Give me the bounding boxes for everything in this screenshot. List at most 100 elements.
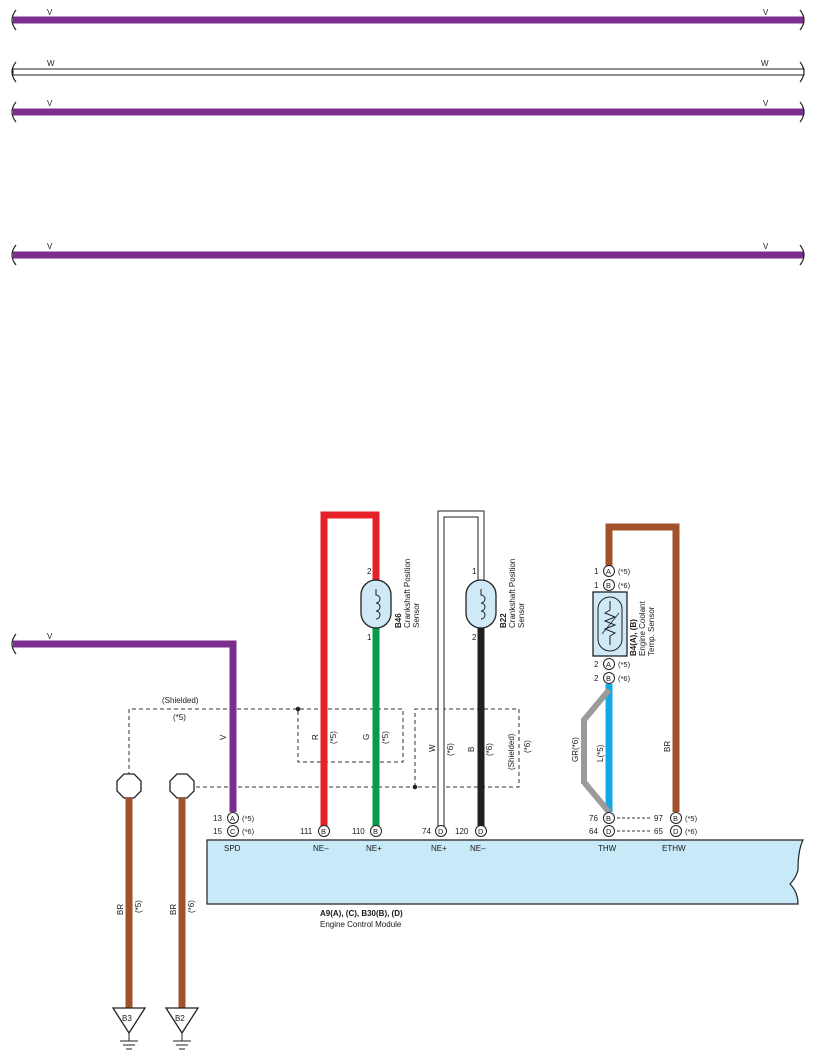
ground-b2: BR (*6) B2 bbox=[164, 773, 200, 1050]
ground-triangle-icon bbox=[111, 1007, 147, 1035]
wire-label-right: V bbox=[763, 8, 769, 17]
b46-pin-top: 2 bbox=[367, 567, 372, 576]
wire-label-right: W bbox=[761, 59, 769, 68]
svg-text:(*6): (*6) bbox=[618, 674, 631, 683]
shield-junction-dot bbox=[412, 784, 418, 790]
signal-label: NE– bbox=[313, 844, 329, 853]
ground-code: B3 bbox=[122, 1014, 132, 1023]
svg-text:D: D bbox=[478, 827, 484, 836]
svg-text:74: 74 bbox=[422, 827, 431, 836]
b22-name-line1: Crankshaft Position bbox=[508, 559, 517, 628]
svg-text:(*6): (*6) bbox=[242, 827, 255, 836]
svg-text:2: 2 bbox=[594, 660, 599, 669]
ground-wire-note: (*5) bbox=[134, 900, 143, 913]
white-wire bbox=[437, 510, 485, 826]
wire-label-right: V bbox=[763, 99, 769, 108]
wire-break-right-icon bbox=[799, 61, 805, 83]
b22-wire-black-note: (*6) bbox=[485, 743, 494, 756]
signal-label: ETHW bbox=[662, 844, 686, 853]
coolant-pin-2b: 2 B (*6) bbox=[594, 672, 631, 684]
wire-label-left: V bbox=[47, 99, 53, 108]
wire-break-left-icon bbox=[11, 61, 17, 83]
signal-label: THW bbox=[598, 844, 617, 853]
svg-text:D: D bbox=[606, 827, 612, 836]
splice-octagon-icon bbox=[116, 773, 142, 799]
spd-wire-vertical-label: V bbox=[219, 734, 228, 740]
top-wire-1: V V bbox=[11, 8, 805, 31]
b22-wire-white-note: (*6) bbox=[446, 743, 455, 756]
svg-text:(*5): (*5) bbox=[618, 660, 631, 669]
b46-wire-top-label: R bbox=[311, 734, 320, 740]
shield-junction-dot bbox=[295, 706, 301, 712]
wire-label-left: W bbox=[47, 59, 55, 68]
b22-wire-white-label: W bbox=[428, 744, 437, 752]
ecm-terminal-ne-plus-b: 110 B NE+ bbox=[352, 825, 382, 853]
svg-text:D: D bbox=[673, 827, 679, 836]
coolant-pin-1a: 1 A (*5) bbox=[594, 565, 631, 577]
b46-wire-bottom-label: G bbox=[362, 734, 371, 740]
coolant-name-line2: Temp. Sensor bbox=[647, 606, 656, 656]
b22-name-line2: Sensor bbox=[517, 602, 526, 628]
spd-wire bbox=[13, 640, 237, 812]
shield-right-note: (*6) bbox=[523, 740, 532, 753]
svg-text:64: 64 bbox=[589, 827, 598, 836]
svg-text:(*6): (*6) bbox=[685, 827, 698, 836]
svg-text:B: B bbox=[673, 814, 678, 823]
b46-name-line2: Sensor bbox=[412, 602, 421, 628]
crank-sensor-b46: 2 1 B46 Crankshaft Position Sensor bbox=[360, 559, 421, 642]
svg-text:B: B bbox=[606, 581, 611, 590]
coolant-pin-2a: 2 A (*5) bbox=[594, 658, 631, 670]
b46-wire-top-note: (*5) bbox=[329, 731, 338, 744]
signal-label: NE+ bbox=[366, 844, 382, 853]
ground-code: B2 bbox=[175, 1014, 185, 1023]
b46-pin-bottom: 1 bbox=[367, 633, 372, 642]
gray-wire bbox=[581, 688, 612, 814]
coolant-wire-blue-label: L(*5) bbox=[596, 744, 605, 762]
ground-wire-note: (*6) bbox=[187, 900, 196, 913]
coolant-name-line1: Engine Coolant bbox=[638, 601, 647, 656]
svg-text:111: 111 bbox=[300, 827, 313, 836]
ecm-terminal-spd: 13 A (*5) 15 C (*6) SPD bbox=[213, 812, 255, 853]
ecm-terminal-thw: 76 B 64 D THW bbox=[589, 812, 617, 853]
svg-text:15: 15 bbox=[213, 827, 222, 836]
wire-label-left: V bbox=[47, 8, 53, 17]
svg-text:B: B bbox=[321, 827, 326, 836]
top-wire-2: W W bbox=[11, 59, 805, 83]
svg-text:D: D bbox=[438, 827, 444, 836]
brown-wire bbox=[605, 523, 680, 812]
signal-label: NE– bbox=[470, 844, 486, 853]
thermistor-arrow bbox=[601, 612, 620, 635]
coolant-wire-brown-label: BR bbox=[663, 741, 672, 752]
svg-text:1: 1 bbox=[594, 581, 599, 590]
svg-text:120: 120 bbox=[455, 827, 469, 836]
svg-text:65: 65 bbox=[654, 827, 663, 836]
wire-break-right-icon bbox=[799, 101, 805, 123]
svg-text:76: 76 bbox=[589, 814, 598, 823]
svg-text:B: B bbox=[606, 674, 611, 683]
b46-wire-bottom-note: (*5) bbox=[381, 731, 390, 744]
wire-break-left-icon bbox=[11, 244, 17, 266]
b46-code: B46 bbox=[394, 613, 403, 628]
top-wire-4: V V bbox=[11, 242, 805, 266]
shield-right-label: (Shielded) bbox=[507, 733, 516, 770]
coil-icon bbox=[480, 589, 486, 620]
coolant-sensor-b4: B4(A), (B) Engine Coolant Temp. Sensor bbox=[592, 591, 656, 657]
svg-text:(*5): (*5) bbox=[685, 814, 698, 823]
ground-triangle-icon bbox=[164, 1007, 200, 1035]
thermistor-icon bbox=[603, 601, 617, 645]
earth-symbol-icon bbox=[173, 1033, 191, 1050]
wire-label-left: V bbox=[47, 242, 53, 251]
ecm-terminal-ne-plus-d: 74 D NE+ bbox=[422, 825, 447, 853]
svg-text:B: B bbox=[606, 814, 611, 823]
wire-label-right: V bbox=[763, 242, 769, 251]
b46-name-line1: Crankshaft Position bbox=[403, 559, 412, 628]
b22-pin-bottom: 2 bbox=[472, 633, 477, 642]
ecm-code: A9(A), (C), B30(B), (D) bbox=[320, 909, 403, 918]
ecm-terminal-ne-minus-b: 111 B NE– bbox=[300, 825, 330, 853]
svg-text:(*5): (*5) bbox=[242, 814, 255, 823]
svg-text:97: 97 bbox=[654, 814, 663, 823]
svg-text:B: B bbox=[373, 827, 378, 836]
top-wire-3: V V bbox=[11, 99, 805, 123]
svg-text:(*5): (*5) bbox=[618, 567, 631, 576]
